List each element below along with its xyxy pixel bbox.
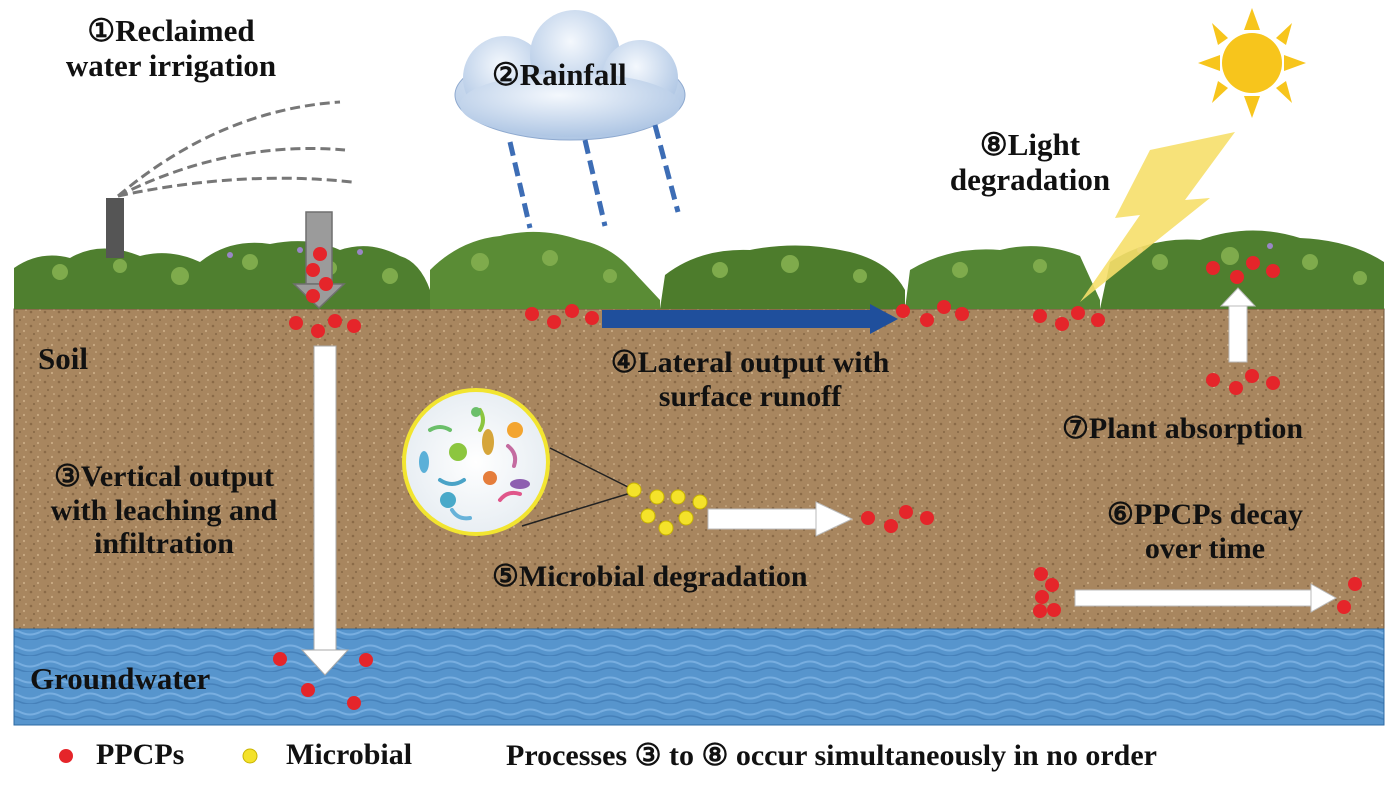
ppcp-dot [920,313,934,327]
ppcp-dot [1035,590,1049,604]
ppcp-dot [301,683,315,697]
soil-layer [13,308,1385,630]
label-light-degradation: ⑧Light degradation [949,127,1111,197]
label-lateral-output: ④Lateral output with surface runoff [610,346,890,413]
label-microbial-degradation: ⑤Microbial degradation [492,560,808,593]
ppcp-dot [1266,264,1280,278]
ppcp-dot [328,314,342,328]
legend-process-note: Processes ③ to ⑧ occur simultaneously in… [506,739,1157,772]
ppcp-dot [1045,578,1059,592]
label-ppcps-decay: ⑥PPCPs decay over time [1106,498,1304,565]
ppcp-dot [920,511,934,525]
ppcp-dot [937,300,951,314]
ppcp-particles [273,247,1362,710]
decay-arrow [1074,583,1338,613]
label-vertical-output: ③Vertical output with leaching and infil… [50,460,278,561]
sprinkler-icon [106,198,124,258]
ppcp-dot [347,319,361,333]
label-soil: Soil [38,341,88,376]
light-beam [1080,132,1235,302]
ppcp-dot [585,311,599,325]
ppcp-dot [1230,270,1244,284]
ppcp-dot [1348,577,1362,591]
microbial-dot [658,520,674,536]
cloud-icon [454,10,686,141]
ppcp-dot [1091,313,1105,327]
microbial-dot [640,508,656,524]
plant-uptake-arrow [1219,287,1257,363]
microbial-dot [649,489,665,505]
microbial-particles [626,482,708,536]
ppcp-dot [1245,369,1259,383]
ppcp-dot [1337,600,1351,614]
label-groundwater: Groundwater [30,661,211,696]
ppcp-dot [1033,309,1047,323]
ppcp-dot [547,315,561,329]
ppcp-dot [1034,567,1048,581]
microbe-magnifier [402,388,635,536]
ppcp-dot [1206,373,1220,387]
microbial-dot [678,510,694,526]
label-plant-absorption: ⑦Plant absorption [1062,412,1304,445]
ppcp-dot [1047,603,1061,617]
ppcp-dot [1229,381,1243,395]
ppcp-dot [1246,256,1260,270]
legend-microbial-dot [242,748,258,764]
vegetation [14,230,1384,309]
ppcp-dot [565,304,579,318]
ppcp-dot [1033,604,1047,618]
legend-microbial-label: Microbial [286,738,413,771]
microbial-arrow [707,501,854,537]
ppcp-dot [306,289,320,303]
label-rainfall: ②Rainfall [492,57,627,92]
spray-lines [117,100,353,198]
microbial-dot [670,489,686,505]
ppcp-dot [1055,317,1069,331]
ppcp-dot [273,652,287,666]
ppcp-dot [899,505,913,519]
label-reclaimed-irrigation: ①Reclaimed water irrigation [65,13,277,83]
ppcp-dot [861,511,875,525]
microbial-dot [692,494,708,510]
microbial-dot [626,482,642,498]
ppcp-dot [896,304,910,318]
ppcp-dot [884,519,898,533]
vertical-leaching-arrow [300,345,350,676]
sun-icon [1198,8,1306,118]
ppcp-dot [359,653,373,667]
ppcp-dot [1071,306,1085,320]
ppcp-dot [525,307,539,321]
ppcp-dot [311,324,325,338]
ppcp-dot [1266,376,1280,390]
ppcp-dot [319,277,333,291]
rain-lines [507,124,681,229]
legend-ppcp-dot [59,749,73,763]
groundwater-layer [13,628,1385,726]
ppcp-dot [955,307,969,321]
legend-ppcps-label: PPCPs [96,738,185,771]
ppcp-dot [347,696,361,710]
ppcp-dot [306,263,320,277]
ppcp-dot [313,247,327,261]
lateral-runoff-arrow [602,304,898,334]
ppcp-dot [1206,261,1220,275]
ppcp-dot [289,316,303,330]
